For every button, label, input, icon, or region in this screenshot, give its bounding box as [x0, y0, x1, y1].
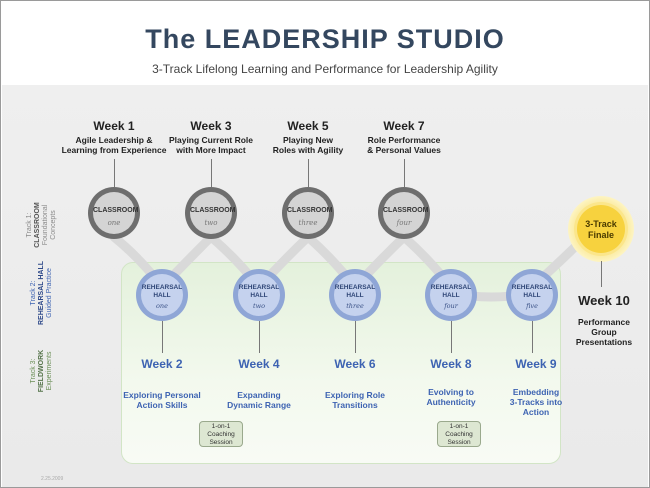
track-1-label: Track 1: CLASSROOM Foundational Concepts: [26, 202, 57, 248]
track-3-label: Track 3: FIELDWORK Experiments: [30, 349, 53, 393]
week-4-connector: [259, 321, 260, 353]
week-5-connector: [308, 159, 309, 187]
week-5-heading: Week 5: [287, 119, 329, 133]
track-2-label: Track 2: REHEARSAL HALL Guided Practice: [30, 260, 53, 326]
week-3-connector: [211, 159, 212, 187]
week-4-heading: Week 4: [238, 357, 280, 371]
week-1-heading: Week 1: [93, 119, 135, 133]
week-7-connector: [404, 159, 405, 187]
week-8-connector: [451, 321, 452, 353]
week-2-connector: [162, 321, 163, 353]
week-1-connector: [114, 159, 115, 187]
page-title: The LEADERSHIP STUDIO: [145, 24, 505, 54]
page-subtitle: 3-Track Lifelong Learning and Performanc…: [152, 62, 498, 76]
week-7-heading: Week 7: [383, 119, 425, 133]
finale-connector: [601, 261, 602, 287]
week-7-description: Role Performance& Personal Values: [367, 135, 441, 155]
week-6-connector: [355, 321, 356, 353]
week-8-heading: Week 8: [430, 357, 472, 371]
week-1-description: Agile Leadership &Learning from Experien…: [61, 135, 167, 155]
week-9-connector: [532, 321, 533, 353]
week-2-heading: Week 2: [141, 357, 183, 371]
week-6-heading: Week 6: [334, 357, 376, 371]
week-9-heading: Week 9: [515, 357, 557, 371]
footer-date: 2.25.2009: [41, 476, 64, 482]
header: The LEADERSHIP STUDIO 3-Track Lifelong L…: [2, 2, 648, 85]
week-10-heading: Week 10: [578, 293, 630, 308]
week-3-heading: Week 3: [190, 119, 232, 133]
